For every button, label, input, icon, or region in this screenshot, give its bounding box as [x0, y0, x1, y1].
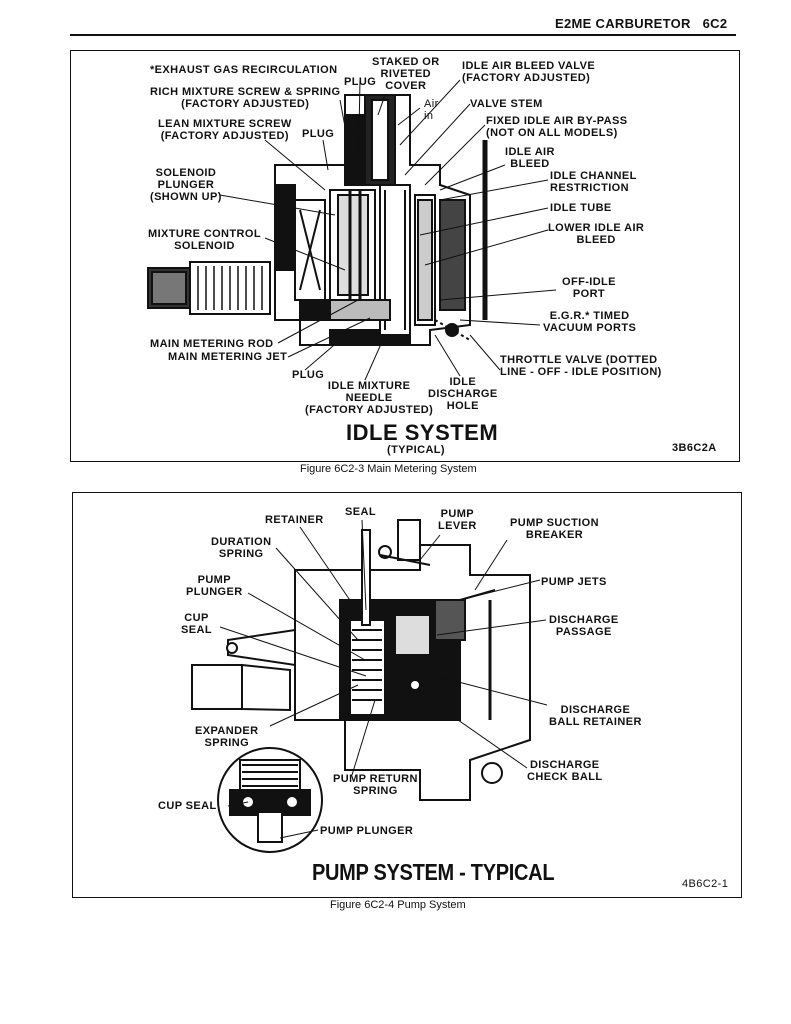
- page-header: E2ME CARBURETOR 6C2: [555, 16, 727, 31]
- label-egr-timed-vacuum-ports: E.G.R.* TIMED VACUUM PORTS: [543, 310, 637, 334]
- inset-detail: [217, 747, 323, 853]
- label-pump-return-spring: PUMP RETURN SPRING: [333, 773, 418, 797]
- label-fixed-idle-air-bypass: FIXED IDLE AIR BY-PASS (NOT ON ALL MODEL…: [486, 115, 628, 139]
- label-idle-tube: IDLE TUBE: [550, 202, 612, 214]
- leader-lines-fig1: [219, 79, 557, 381]
- figure1-title: IDLE SYSTEM: [346, 420, 499, 445]
- leader-lines-fig2: [219, 519, 548, 839]
- label-plug-mid: PLUG: [302, 128, 335, 140]
- label-duration-spring: DURATION SPRING: [211, 536, 272, 560]
- label-mixture-control-solenoid: MIXTURE CONTROL SOLENOID: [148, 228, 261, 252]
- label-discharge-ball-retainer: DISCHARGE BALL RETAINER: [549, 704, 642, 728]
- label-throttle-valve: THROTTLE VALVE (DOTTED LINE - OFF - IDLE…: [500, 354, 662, 378]
- figure2-code: 4B6C2-1: [682, 878, 729, 890]
- label-idle-discharge-hole: IDLE DISCHARGE HOLE: [428, 376, 498, 412]
- label-pump-plunger-inset: PUMP PLUNGER: [320, 825, 414, 837]
- label-discharge-passage: DISCHARGE PASSAGE: [549, 614, 619, 638]
- label-discharge-check-ball: DISCHARGE CHECK BALL: [527, 759, 603, 783]
- header-rule: [70, 34, 736, 36]
- figure2-title: PUMP SYSTEM - TYPICAL: [312, 860, 555, 886]
- label-expander-spring: EXPANDER SPRING: [195, 725, 259, 749]
- label-solenoid-plunger: SOLENOID PLUNGER (SHOWN UP): [150, 167, 222, 203]
- label-plug-bottom: PLUG: [292, 369, 325, 381]
- label-idle-mixture-needle: IDLE MIXTURE NEEDLE (FACTORY ADJUSTED): [305, 380, 434, 416]
- label-cup-seal: CUP SEAL: [181, 612, 212, 636]
- pump-body: [294, 519, 531, 801]
- label-idle-air-bleed-valve: IDLE AIR BLEED VALVE (FACTORY ADJUSTED): [462, 60, 596, 84]
- label-idle-channel-restriction: IDLE CHANNEL RESTRICTION: [550, 170, 637, 194]
- label-retainer: RETAINER: [265, 514, 324, 526]
- label-pump-lever: PUMP LEVER: [438, 508, 477, 532]
- label-lower-idle-air-bleed: LOWER IDLE AIR BLEED: [548, 222, 645, 246]
- label-staked-cover: STAKED OR RIVETED COVER: [372, 56, 440, 92]
- label-plug-top: PLUG: [344, 76, 377, 88]
- label-cup-seal-inset: CUP SEAL: [158, 800, 217, 812]
- label-pump-plunger: PUMP PLUNGER: [186, 574, 243, 598]
- header-page-number: 6C2: [702, 16, 728, 31]
- label-lean-mixture-screw: LEAN MIXTURE SCREW (FACTORY ADJUSTED): [158, 118, 292, 142]
- carburetor-body: [274, 94, 488, 346]
- label-idle-air-bleed: IDLE AIR BLEED: [505, 146, 555, 170]
- label-pump-jets: PUMP JETS: [541, 576, 607, 588]
- label-valve-stem: VALVE STEM: [470, 98, 543, 110]
- pump-side-fitting: [191, 628, 296, 712]
- figure2-caption: Figure 6C2-4 Pump System: [330, 899, 466, 911]
- header-title: E2ME CARBURETOR: [555, 16, 691, 31]
- inlet-fitting: [147, 261, 271, 315]
- figure1-caption: Figure 6C2-3 Main Metering System: [300, 463, 477, 475]
- label-main-metering-jet: MAIN METERING JET: [168, 351, 288, 363]
- label-off-idle-port: OFF-IDLE PORT: [562, 276, 616, 300]
- label-seal: SEAL: [345, 506, 376, 518]
- label-rich-mixture-screw: RICH MIXTURE SCREW & SPRING (FACTORY ADJ…: [150, 86, 341, 110]
- figure1-subtitle: (TYPICAL): [387, 444, 445, 456]
- label-egr: *EXHAUST GAS RECIRCULATION: [150, 64, 338, 76]
- label-air-in: Air in: [424, 98, 439, 122]
- label-pump-suction-breaker: PUMP SUCTION BREAKER: [510, 517, 599, 541]
- label-main-metering-rod: MAIN METERING ROD: [150, 338, 274, 350]
- figure1-code: 3B6C2A: [672, 442, 717, 454]
